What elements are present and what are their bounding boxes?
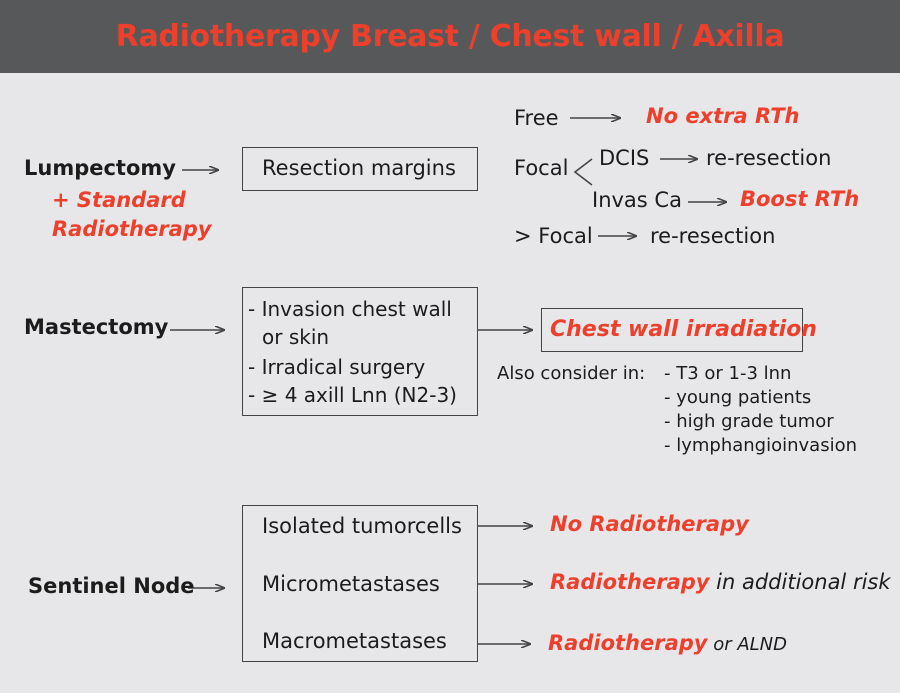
focal-branch [573,158,593,186]
criteria-line-1: - Invasion chest wall [248,297,452,321]
sentinel-item-3: Macrometastases [262,629,447,653]
mastectomy-criteria-box [242,287,478,416]
mastectomy-label: Mastectomy [24,315,169,339]
criteria-line-4: - ≥ 4 axill Lnn (N2-3) [248,383,457,407]
lumpectomy-label: Lumpectomy [24,156,176,180]
chest-wall-result: Chest wall irradiation [550,317,817,342]
sentinel-item-1: Isolated tumorcells [262,514,462,538]
resection-margins-text: Resection margins [262,156,456,180]
free-result: No extra RTh [646,104,800,128]
more-focal-result: re-resection [650,224,776,248]
dcis-label: DCIS [599,146,650,170]
invas-label: Invas Ca [592,188,682,212]
sentinel-result-1: No Radiotherapy [550,514,749,535]
chest-wall-box [541,308,803,352]
dcis-result: re-resection [706,146,832,170]
consider-item-2: - young patients [664,387,812,408]
page-title: Radiotherapy Breast / Chest wall / Axill… [115,19,785,54]
more-focal-label: > Focal [514,224,593,248]
sentinel-item-2: Micrometastases [262,572,440,596]
lumpectomy-sub1: + Standard [52,188,186,212]
sentinel-result-2-main: Radiotherapy [550,570,710,594]
sentinel-result-3-main: Radiotherapy [548,631,708,655]
consider-item-1: - T3 or 1-3 lnn [664,363,792,384]
sentinel-label: Sentinel Node [28,574,195,598]
consider-item-3: - high grade tumor [664,411,834,432]
lumpectomy-sub2: Radiotherapy [52,217,212,241]
sentinel-result-2: Radiotherapy in additional risk [550,572,891,593]
invas-result: Boost RTh [740,187,860,211]
free-label: Free [514,106,559,130]
consider-item-4: - lymphangioinvasion [664,435,858,456]
sentinel-result-3-suffix: or ALND [707,634,788,655]
focal-label: Focal [514,156,569,180]
sentinel-result-1-main: No Radiotherapy [550,512,749,536]
consider-label: Also consider in: [497,363,646,384]
sentinel-result-2-suffix: in additional risk [709,570,891,594]
header-bar [0,0,900,73]
resection-margins-box [242,147,478,191]
criteria-line-3: - Irradical surgery [248,355,426,379]
sentinel-result-3: Radiotherapy or ALND [548,633,787,654]
criteria-line-2: or skin [262,325,330,349]
sentinel-box [242,505,478,662]
